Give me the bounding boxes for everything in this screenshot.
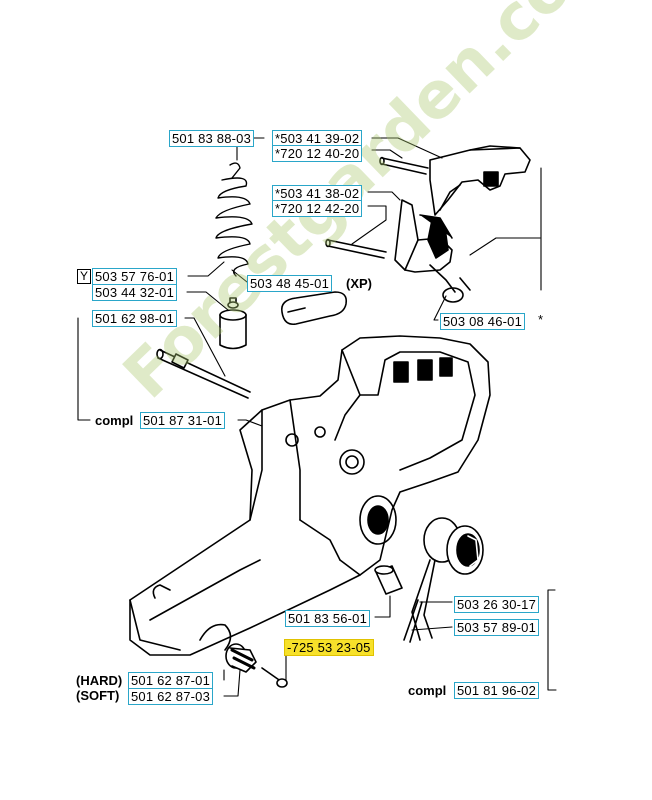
part-label-501-87-31-01[interactable]: 501 87 31-01 <box>140 412 226 429</box>
part-label-501-83-88-03[interactable]: 501 83 88-03 <box>169 130 255 147</box>
y-marker-box: Y <box>77 269 92 284</box>
part-label-503-41-38-02[interactable]: *503 41 38-02 <box>272 185 363 202</box>
part-label-503-48-45-01[interactable]: 503 48 45-01 <box>247 275 333 292</box>
part-label-503-08-46-01[interactable]: 503 08 46-01 <box>440 313 526 330</box>
part-label-725-53-23-05[interactable]: -725 53 23-05 <box>284 639 374 656</box>
hard-note: (HARD) <box>76 673 123 688</box>
tank-cap <box>403 517 484 643</box>
part-label-503-41-39-02[interactable]: *503 41 39-02 <box>272 130 363 147</box>
spring <box>215 162 253 277</box>
part-label-503-26-30-17[interactable]: 503 26 30-17 <box>454 596 540 613</box>
part-label-503-44-32-01[interactable]: 503 44 32-01 <box>92 284 178 301</box>
part-label-501-62-98-01[interactable]: 501 62 98-01 <box>92 310 178 327</box>
fuel-hose <box>156 348 251 399</box>
part-label-501-83-56-01[interactable]: 501 83 56-01 <box>285 610 371 627</box>
pins <box>325 156 429 259</box>
part-label-501-62-87-03[interactable]: 501 62 87-03 <box>128 688 214 705</box>
compl-note-1: compl <box>95 413 134 428</box>
fuel-filter <box>219 297 247 350</box>
av-element <box>225 643 288 688</box>
asterisk-note: * <box>538 312 544 327</box>
part-label-503-57-89-01[interactable]: 503 57 89-01 <box>454 619 540 636</box>
part-label-720-12-42-20[interactable]: *720 12 42-20 <box>272 200 363 217</box>
part-label-501-81-96-02[interactable]: 501 81 96-02 <box>454 682 540 699</box>
xp-note: (XP) <box>346 276 372 291</box>
bushing <box>374 565 403 595</box>
trigger-assembly <box>394 145 531 303</box>
soft-note: (SOFT) <box>76 688 120 703</box>
part-label-720-12-40-20[interactable]: *720 12 40-20 <box>272 145 363 162</box>
part-label-503-57-76-01[interactable]: 503 57 76-01 <box>92 268 178 285</box>
part-label-501-62-87-01[interactable]: 501 62 87-01 <box>128 672 214 689</box>
xp-tool <box>280 291 348 326</box>
leader-lines <box>77 137 557 697</box>
compl-note-2: compl <box>408 683 447 698</box>
tank-housing <box>129 335 491 656</box>
